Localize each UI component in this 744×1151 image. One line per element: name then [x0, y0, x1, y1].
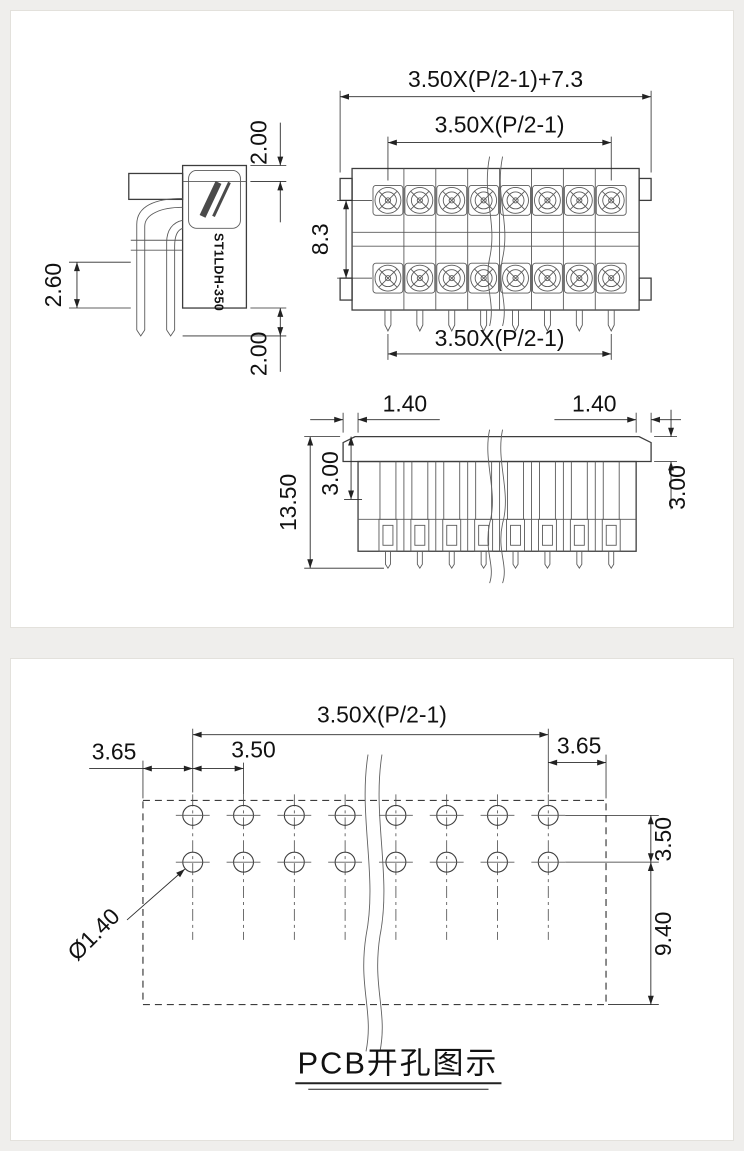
dim-side-top: 2.00	[245, 120, 271, 165]
pcb-view	[142, 754, 607, 1052]
dim-side-bottom: 2.00	[245, 332, 271, 377]
top-view-dimensions: 3.50X(P/2-1)+7.3 3.50X(P/2-1) 8.3 3.50X(…	[307, 66, 652, 360]
pcb-hole-panel: 3.50X(P/2-1) 3.65 3.50 3.65 3.50 9.40 Ø1…	[10, 658, 734, 1141]
dim-hole-pitch: 3.50	[231, 737, 276, 763]
break-lines	[363, 754, 385, 1052]
dim-row-to-edge: 9.40	[650, 912, 676, 957]
dim-flange-thickness: 3.00	[664, 465, 690, 510]
dim-edge-right: 3.65	[557, 733, 602, 759]
dim-pin-span-top: 3.50X(P/2-1)	[435, 112, 565, 138]
dim-pin-span-bottom: 3.50X(P/2-1)	[435, 325, 565, 351]
dim-edge-left: 3.65	[92, 739, 137, 765]
dim-total-height: 13.50	[275, 474, 301, 531]
dim-flange-right: 1.40	[572, 391, 617, 417]
dim-row-spacing: 3.50	[650, 817, 676, 862]
model-label: ST1LDH-350	[212, 233, 226, 311]
bent-pins	[136, 197, 183, 337]
connector-drawing-svg: ST1LDH-350 2.00 2.60 2.00	[40, 66, 690, 584]
cell-dividers	[352, 168, 640, 311]
brand-logo-icon	[188, 170, 241, 229]
dim-left-depth: 3.00	[317, 451, 343, 496]
pcb-caption: PCB开孔图示	[297, 1045, 498, 1080]
side-view: ST1LDH-350	[128, 164, 248, 337]
dim-flange-left: 1.40	[383, 391, 428, 417]
front-view-dimensions: 1.40 1.40 13.50 3.00 3.00	[275, 391, 690, 569]
top-view	[339, 156, 652, 332]
side-view-dimensions: 2.00 2.60 2.00	[40, 120, 287, 377]
dimension-drawing-panel: ST1LDH-350 2.00 2.60 2.00	[10, 10, 734, 628]
dim-overall-width: 3.50X(P/2-1)+7.3	[408, 66, 583, 92]
dim-side-left: 2.60	[40, 263, 66, 308]
drill-holes	[175, 804, 566, 873]
break-lines	[487, 429, 506, 584]
break-lines	[486, 156, 506, 327]
front-view	[342, 429, 652, 584]
hole-centerlines	[192, 794, 549, 940]
dim-hole-diameter: Ø1.40	[62, 903, 124, 965]
dim-row-spacing: 8.3	[307, 223, 333, 255]
pcb-outline	[142, 799, 607, 1006]
caption-group: PCB开孔图示	[295, 1045, 502, 1090]
pcb-dimensions: 3.50X(P/2-1) 3.65 3.50 3.65 3.50 9.40 Ø1…	[62, 702, 676, 1005]
pcb-drawing-svg: 3.50X(P/2-1) 3.65 3.50 3.65 3.50 9.40 Ø1…	[62, 702, 676, 1090]
dim-hole-span: 3.50X(P/2-1)	[317, 702, 447, 728]
